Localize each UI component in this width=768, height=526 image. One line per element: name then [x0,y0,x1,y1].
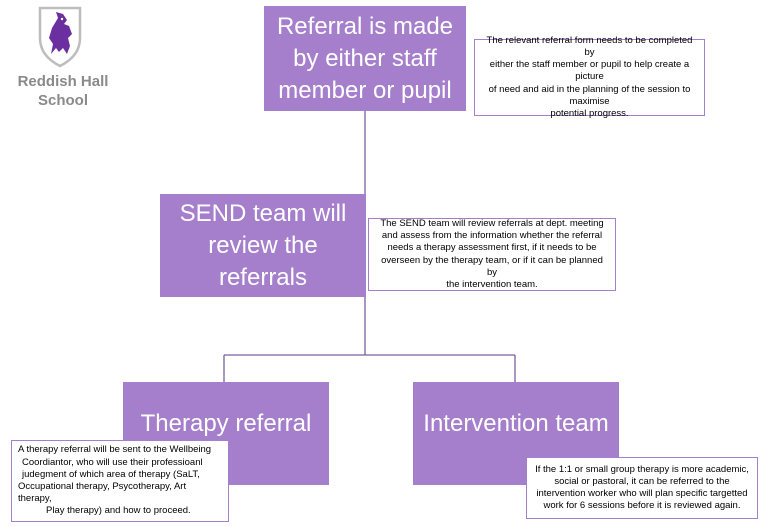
note-therapy-line1: A therapy referral will be sent to the W… [18,444,212,456]
step-referral-line1: Referral is made [276,12,454,40]
note-send-line3: needs a therapy assessment first, if it … [387,242,597,254]
note-send-line2: and assess from the information whether … [381,230,603,242]
step-send-box: SEND team will review the referrals [160,194,366,297]
note-referral-line4: potential progress. [550,108,629,120]
note-intervention-line2: social or pastoral, it can be referred t… [554,475,730,487]
note-send-line1: The SEND team will review referrals at d… [380,217,604,229]
note-send-line5: the intervention team. [446,278,538,290]
step-referral-line3: member or pupil [278,76,452,104]
note-therapy-line4: Occupational therapy, Psycotherapy, Art … [18,481,187,505]
school-name: Reddish Hall School [8,72,118,110]
step-send-line1: SEND team will [179,199,347,227]
note-therapy-line5: Play therapy) and how to proceed. [46,505,191,517]
note-send-line4: overseen by the therapy team, or if it c… [381,254,603,278]
note-therapy-line3: judegment of which area of therapy (SaLT… [22,468,200,480]
note-referral-line1: The relevant referral form needs to be c… [486,34,693,58]
school-name-line2: School [37,92,88,109]
step-send-line2: review the [208,231,318,259]
school-name-line1: Reddish Hall [17,73,109,90]
step-therapy-label: Therapy referral [140,410,312,437]
note-send: The SEND team will review referrals at d… [368,218,616,291]
note-therapy: A therapy referral will be sent to the W… [11,440,229,522]
step-intervention-box: Intervention team [413,382,619,485]
note-referral-line3: of need and aid in the planning of the s… [488,83,691,107]
step-referral-box: Referral is made by either staff member … [264,6,466,111]
note-intervention-line3: intervention worker who will plan specif… [536,488,748,499]
note-intervention-line4: work for 6 sessions before it is reviewe… [543,500,741,512]
note-referral: The relevant referral form needs to be c… [474,35,705,119]
step-send-line3: referrals [218,263,307,291]
note-intervention: If the 1:1 or small group therapy is mor… [526,457,758,519]
lion-rampant-shield-icon [38,6,82,68]
note-intervention-line1: If the 1:1 or small group therapy is mor… [535,463,749,475]
step-referral-line2: by either staff [293,44,437,72]
note-referral-line2: either the staff member or pupil to help… [489,59,690,83]
school-logo: Reddish Hall School [8,4,118,114]
step-intervention-label: Intervention team [423,410,609,437]
note-therapy-line2: Coordiantor, who will use their professi… [22,456,203,468]
